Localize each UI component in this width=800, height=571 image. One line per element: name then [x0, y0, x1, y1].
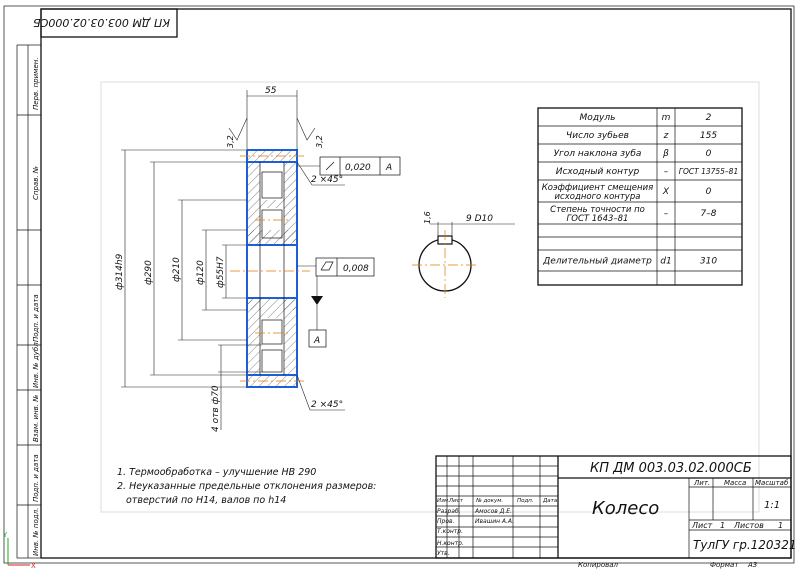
keyway-view: 9 D10 1,6 [412, 211, 515, 298]
param-name: Модуль [580, 113, 616, 123]
tb-part-name: Колесо [592, 498, 659, 519]
dim-chamfer-bottom: 2 ×45° [311, 400, 343, 410]
keyway-depth: 1,6 [423, 211, 432, 224]
param-name: исходного контура [555, 192, 641, 202]
tb-scale-label: Масштаб [755, 479, 789, 487]
top-code-box: КП ДМ 003.03.02.000СБ [33, 8, 178, 38]
keyway-width: 9 D10 [466, 214, 493, 224]
sheet-border [3, 5, 795, 564]
tb-head-izm: Изм. [437, 498, 450, 504]
param-name: Степень точности по [550, 205, 645, 215]
dim-d-bore: ф55H7 [216, 256, 226, 288]
view-area [100, 81, 760, 513]
dim-d-120: ф120 [196, 260, 206, 285]
dim-holes: 4 отв ф70 [211, 385, 221, 432]
tb-sheet-label: Лист [691, 521, 713, 530]
tb-role-nkontr: Н.контр. [437, 540, 464, 547]
tb-name-prov: Ивашин А.А. [475, 518, 514, 525]
param-symbol: m [662, 113, 671, 123]
tolerances: 0,020 A 0,008 A [297, 156, 401, 348]
param-name: Число зубьев [566, 131, 629, 141]
param-symbol: X [662, 187, 670, 197]
param-value: 155 [700, 131, 717, 141]
param-name: Коэффициент смещения [542, 183, 653, 193]
tb-sheets-label: Листов [733, 521, 764, 530]
param-name: Исходный контур [556, 167, 640, 177]
param-symbol: – [664, 209, 669, 219]
cyl-value: 0,008 [343, 264, 369, 274]
axis-y-label: Y [2, 531, 8, 539]
top-code: КП ДМ 003.03.02.000СБ [33, 16, 170, 29]
dim-chamfer-top: 2 ×45° [311, 175, 343, 185]
note-2: 2. Неуказанные предельные отклонения раз… [117, 481, 376, 492]
tb-sheets-value: 1 [778, 521, 783, 530]
tb-head-date: Дата [542, 498, 558, 504]
param-symbol: – [664, 167, 669, 177]
runout-datum: A [385, 163, 392, 173]
tb-role-razrab: Разраб. [437, 508, 461, 515]
tb-org: ТулГУ гр.120321 [693, 538, 796, 552]
note-1: 1. Термообработка – улучшение НВ 290 [117, 467, 316, 478]
param-value: 0 [706, 187, 712, 197]
param-symbol: z [663, 131, 669, 141]
dim-d-outer: ф314h9 [115, 253, 125, 290]
tb-format-label: Формат [710, 561, 739, 569]
side-label-6: Подп. и дата [32, 454, 40, 502]
param-name: Делительный диаметр [542, 257, 652, 267]
tb-head-doc: № докум. [475, 498, 503, 504]
dim-rough-left: 3,2 [226, 135, 235, 148]
side-label-3: Подп. и дата [32, 294, 40, 342]
tb-scale-value: 1:1 [764, 500, 780, 511]
param-value: 0 [706, 149, 712, 159]
side-label-5: Взам. инв. № [32, 394, 40, 442]
tb-designation: КП ДМ 003.03.02.000СБ [590, 461, 752, 476]
param-value: 2 [706, 113, 712, 123]
tb-role-prov: Пров. [437, 518, 455, 525]
tb-mass-label: Масса [724, 479, 746, 487]
param-name: Угол наклона зуба [554, 149, 642, 159]
corner-axes: X Y [2, 531, 36, 570]
param-value: 7–8 [701, 209, 717, 219]
param-value: 310 [700, 257, 717, 267]
tb-role-tkontr: Т.контр. [437, 528, 463, 535]
title-block: КП ДМ 003.03.02.000СБ Колесо Лит. Масса … [435, 455, 796, 569]
tb-role-utv: Утв. [437, 550, 450, 557]
left-margin: Перв. примен. Справ. № Подп. и дата Инв.… [16, 44, 42, 559]
params-table-frame [537, 107, 743, 286]
tb-format-value: А3 [747, 561, 757, 569]
axis-x-label: X [31, 562, 36, 570]
tb-name-razrab: Амосов Д.Е. [474, 508, 512, 515]
note-3: отверстий по H14, валов по h14 [126, 495, 286, 506]
dim-d-290: ф290 [144, 260, 154, 285]
tb-head-list: Лист [448, 498, 464, 504]
tech-notes: 1. Термообработка – улучшение НВ 290 2. … [117, 467, 376, 506]
param-value: ГОСТ 13755–81 [679, 167, 738, 176]
wheel-section [230, 149, 310, 388]
param-symbol: d1 [660, 257, 671, 267]
dim-rough-right: 3,2 [315, 135, 324, 148]
tb-sheet-value: 1 [720, 521, 725, 530]
side-label-4: Инв. № дубл. [32, 340, 40, 388]
side-label-2: Справ. № [32, 166, 40, 200]
dim-width: 55 [265, 86, 277, 96]
param-name: ГОСТ 1643–81 [567, 214, 629, 224]
tb-copy-label: Копировал [578, 561, 619, 569]
side-label-7: Инв. № подл. [32, 508, 40, 556]
tb-head-sign: Подп. [517, 498, 534, 504]
param-symbol: β [662, 149, 669, 159]
tb-lit-label: Лит. [693, 479, 710, 487]
dimensions: 55 3,2 3,2 ф314h9 ф290 ф210 ф120 ф55H7 4… [115, 86, 345, 432]
side-label-1: Перв. примен. [32, 57, 40, 110]
runout-value: 0,020 [345, 163, 371, 173]
dim-d-210: ф210 [172, 257, 182, 282]
datum-label: A [313, 336, 320, 346]
